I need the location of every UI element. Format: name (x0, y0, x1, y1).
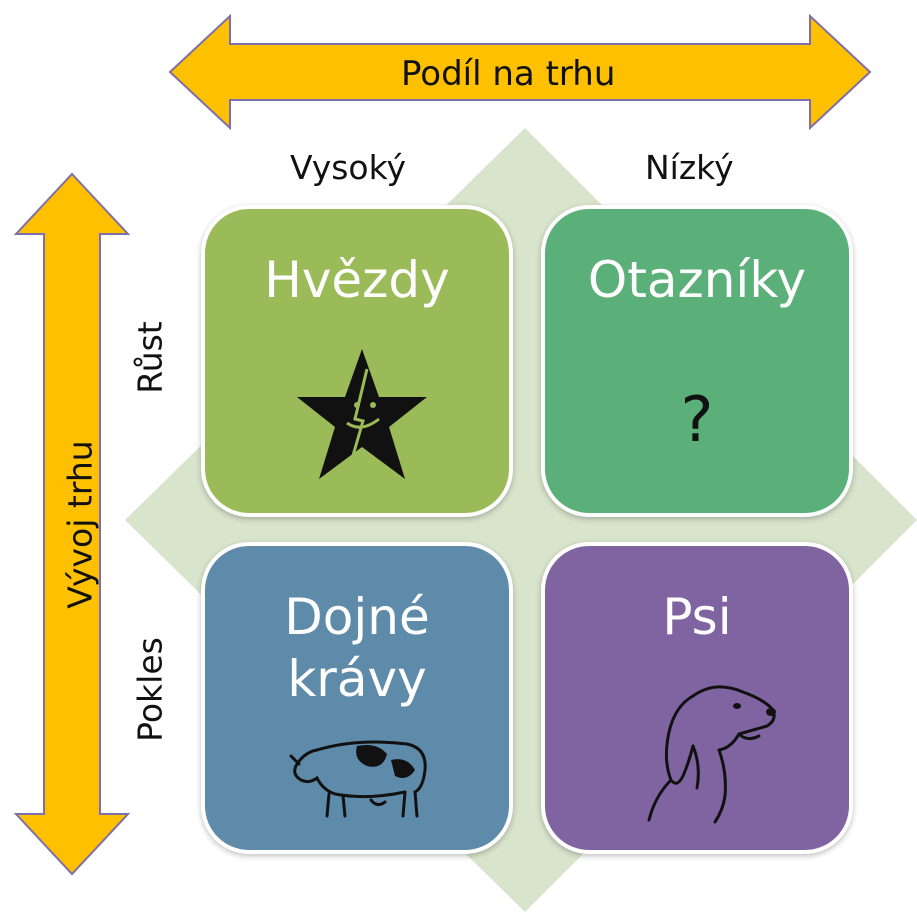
quadrant-cash-cows-title: Dojné krávy (284, 588, 430, 708)
star-icon (297, 349, 427, 479)
cow-icon (289, 740, 427, 818)
row-label-growth: Růst (130, 321, 170, 394)
quadrant-stars-title: Hvězdy (264, 251, 450, 309)
quadrant-dogs: Psi (541, 542, 853, 854)
quadrant-question-marks: Otazníky ? (541, 205, 853, 517)
market-share-arrow (168, 13, 872, 131)
row-label-decline: Pokles (130, 637, 170, 742)
dog-icon (647, 685, 776, 824)
quadrant-stars: Hvězdy (201, 205, 513, 517)
quadrant-dogs-title: Psi (662, 588, 732, 646)
quadrant-cash-cows: Dojné krávy (201, 542, 513, 854)
market-growth-arrow (13, 172, 131, 876)
quadrant-question-marks-title: Otazníky (587, 251, 807, 309)
market-growth-label: Vývoj trhu (60, 440, 100, 609)
market-share-label: Podíl na trhu (401, 54, 616, 94)
column-label-high: Vysoký (290, 148, 407, 187)
question-mark-icon: ? (680, 383, 714, 456)
column-label-low: Nízký (645, 148, 734, 187)
